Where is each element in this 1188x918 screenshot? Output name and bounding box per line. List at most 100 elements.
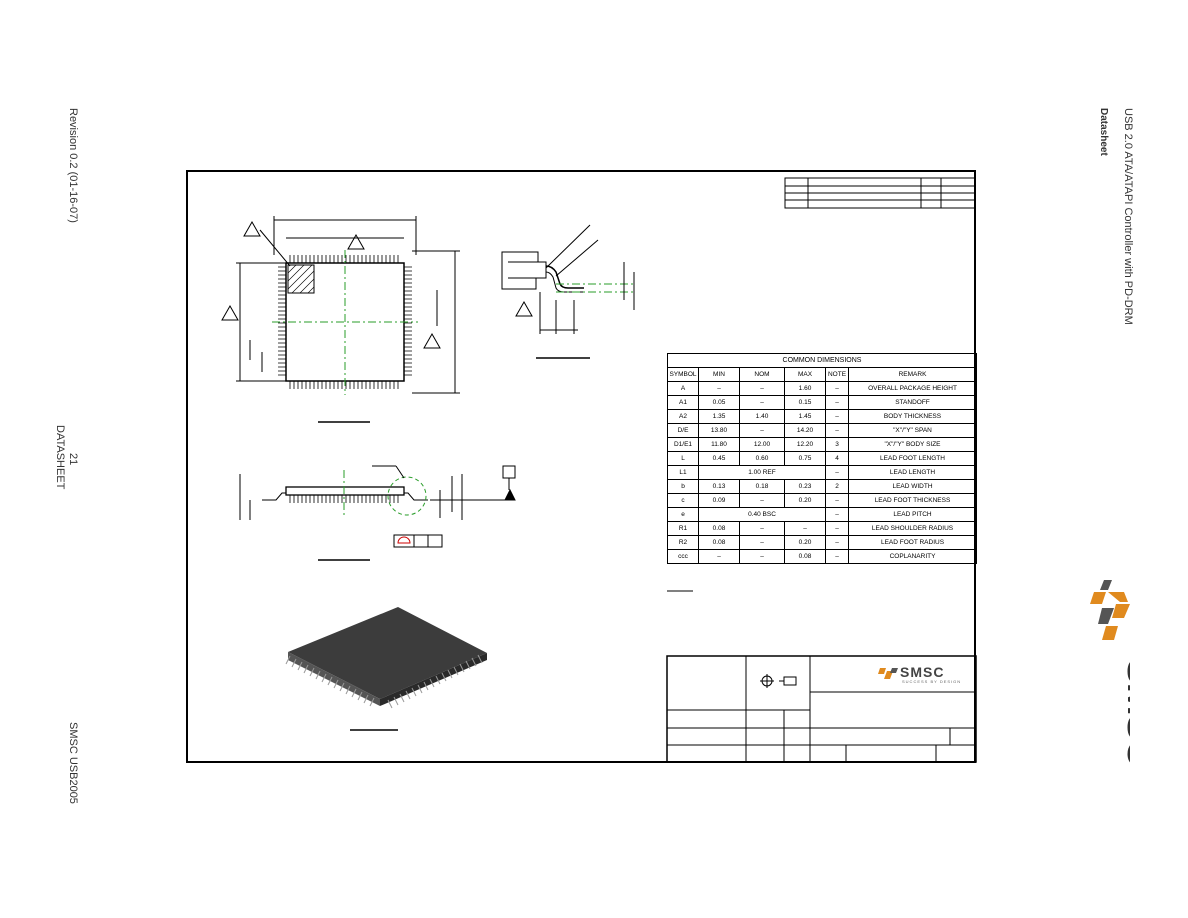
cell: 0.08 [698, 521, 740, 536]
cell: – [739, 549, 785, 564]
cell: R1 [667, 521, 699, 536]
title-block-logo-text: SMSC [900, 664, 945, 680]
cell: 0.08 [698, 535, 740, 550]
cell: – [825, 507, 849, 522]
cell: STANDOFF [848, 395, 977, 410]
cell: – [825, 395, 849, 410]
cell: 12.20 [784, 437, 826, 452]
table-row: ccc––0.08–COPLANARITY [667, 549, 977, 564]
col-nom: NOM [739, 367, 785, 382]
cell: 1.00 REF [698, 465, 826, 480]
cell: A1 [667, 395, 699, 410]
cell: 0.75 [784, 451, 826, 466]
cell: LEAD FOOT RADIUS [848, 535, 977, 550]
cell: – [825, 535, 849, 550]
smsc-logo-text: SMSC [1119, 658, 1130, 767]
cell: – [739, 521, 785, 536]
cell: 12.00 [739, 437, 785, 452]
table-row: A––1.60–OVERALL PACKAGE HEIGHT [667, 381, 977, 396]
cell: – [825, 423, 849, 438]
cell: 0.09 [698, 493, 740, 508]
cell: – [739, 493, 785, 508]
cell: BODY THICKNESS [848, 409, 977, 424]
col-remark: REMARK [848, 367, 977, 382]
cell: – [825, 521, 849, 536]
cell: A2 [667, 409, 699, 424]
cell: b [667, 479, 699, 494]
cell: 1.40 [739, 409, 785, 424]
cell: LEAD FOOT LENGTH [848, 451, 977, 466]
cell: – [739, 423, 785, 438]
cell: LEAD WIDTH [848, 479, 977, 494]
cell: 0.18 [739, 479, 785, 494]
cell: – [698, 381, 740, 396]
cell: "X"/"Y" SPAN [848, 423, 977, 438]
cell: – [825, 381, 849, 396]
cell: 0.20 [784, 493, 826, 508]
col-max: MAX [784, 367, 826, 382]
cell: 1.35 [698, 409, 740, 424]
smsc-mark-icon [878, 668, 898, 679]
title-block-logo: SMSC SUCCESS BY DESIGN [878, 664, 974, 688]
cell: L1 [667, 465, 699, 480]
cell: A [667, 381, 699, 396]
cell: 13.80 [698, 423, 740, 438]
cell: – [739, 381, 785, 396]
side-view [239, 465, 516, 561]
cell: 2 [825, 479, 849, 494]
cell: 0.20 [784, 535, 826, 550]
cell: 3 [825, 437, 849, 452]
smsc-logo-icon: SMSC [1090, 580, 1130, 767]
revision-block [784, 177, 976, 209]
cell: LEAD SHOULDER RADIUS [848, 521, 977, 536]
cell: LEAD PITCH [848, 507, 977, 522]
cell: 4 [825, 451, 849, 466]
cell: – [698, 549, 740, 564]
cell: e [667, 507, 699, 522]
cell: – [739, 395, 785, 410]
cell: D1/E1 [667, 437, 699, 452]
cell: – [784, 521, 826, 536]
cell: L [667, 451, 699, 466]
cell: OVERALL PACKAGE HEIGHT [848, 381, 977, 396]
cell: 0.40 BSC [698, 507, 826, 522]
table-caption: COMMON DIMENSIONS [667, 353, 977, 368]
cell: D/E [667, 423, 699, 438]
cell: 1.45 [784, 409, 826, 424]
cell: – [739, 535, 785, 550]
cell: c [667, 493, 699, 508]
col-symbol: SYMBOL [667, 367, 699, 382]
cell: R2 [667, 535, 699, 550]
package-3d-render [285, 607, 487, 731]
cell: 0.08 [784, 549, 826, 564]
cell: – [825, 549, 849, 564]
cell: – [825, 465, 849, 480]
common-dimensions-table: COMMON DIMENSIONS SYMBOL MIN NOM MAX NOT… [667, 353, 977, 564]
cell: 14.20 [784, 423, 826, 438]
title-block [666, 655, 977, 763]
cell: 0.15 [784, 395, 826, 410]
cell: 0.23 [784, 479, 826, 494]
top-view [221, 216, 460, 423]
cell: 11.80 [698, 437, 740, 452]
cell: LEAD FOOT THICKNESS [848, 493, 977, 508]
cell: – [825, 409, 849, 424]
cell: 0.13 [698, 479, 740, 494]
cell: 1.60 [784, 381, 826, 396]
title-block-logo-tagline: SUCCESS BY DESIGN [902, 679, 962, 684]
cell: LEAD LENGTH [848, 465, 977, 480]
lead-detail-view [501, 224, 635, 359]
cell: – [825, 493, 849, 508]
col-note: NOTE [825, 367, 849, 382]
